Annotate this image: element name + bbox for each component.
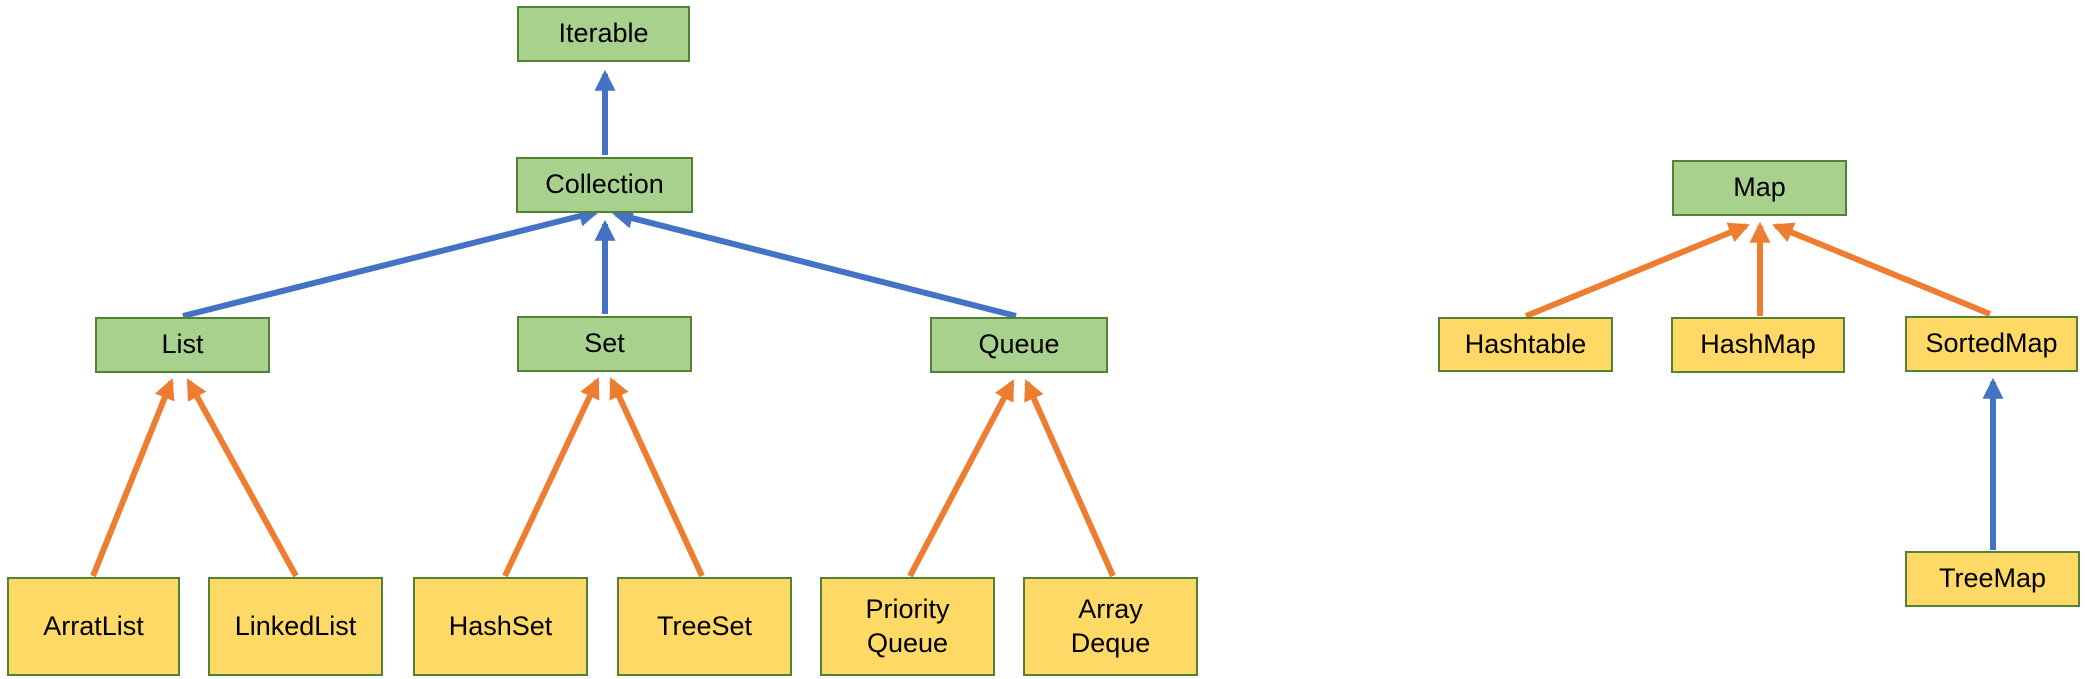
- node-linkedlist: LinkedList: [208, 577, 383, 676]
- node-iterable: Iterable: [517, 6, 690, 62]
- edge-list-collection: [182, 205, 601, 319]
- node-sortedmap: SortedMap: [1905, 316, 2078, 372]
- node-arratlist: ArratList: [7, 577, 180, 676]
- node-hashmap: HashMap: [1671, 317, 1845, 373]
- edge-treeset-set: [609, 377, 705, 578]
- edge-sortedmap-map: [1772, 222, 1992, 317]
- node-hashtable: Hashtable: [1438, 317, 1613, 372]
- edge-arratlist-list: [90, 378, 175, 578]
- node-map: Map: [1672, 160, 1847, 216]
- edge-linkedlist-list: [186, 378, 299, 578]
- node-hashset: HashSet: [413, 577, 588, 676]
- node-arraydeque: Array Deque: [1023, 577, 1198, 676]
- node-treeset: TreeSet: [617, 577, 792, 676]
- node-set: Set: [517, 316, 692, 372]
- node-priorityqueue: Priority Queue: [820, 577, 995, 676]
- edge-hashtable-map: [1524, 222, 1750, 319]
- node-treemap: TreeMap: [1905, 551, 2080, 607]
- edge-arraydeque-queue: [1024, 379, 1116, 578]
- edge-priorityqueue-queue: [907, 379, 1015, 578]
- edge-hashset-set: [502, 377, 600, 578]
- edge-queue-collection: [611, 207, 1017, 319]
- node-queue: Queue: [930, 317, 1108, 373]
- node-collection: Collection: [516, 157, 693, 213]
- node-list: List: [95, 317, 270, 373]
